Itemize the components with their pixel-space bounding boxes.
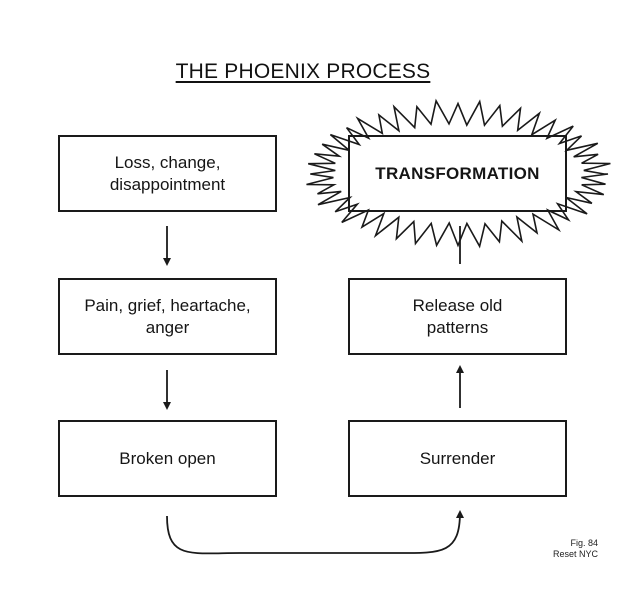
figure-number: Fig. 84 — [570, 538, 598, 548]
box-loss-label: Loss, change, disappointment — [109, 152, 226, 194]
box-transformation: TRANSFORMATION — [348, 135, 567, 212]
transformation-burst — [306, 98, 611, 249]
box-surrender-label: Surrender — [419, 448, 496, 468]
diagram-title: THE PHOENIX PROCESS — [175, 60, 431, 83]
figure-source: Reset NYC — [552, 549, 598, 559]
box-pain-label: Pain, grief, heartache, anger — [84, 295, 251, 337]
figure-caption: Fig. 84 Reset NYC — [520, 538, 598, 560]
arrow-broken-to-surrender — [166, 510, 464, 555]
box-pain: Pain, grief, heartache, anger — [58, 278, 277, 355]
box-loss: Loss, change, disappointment — [58, 135, 277, 212]
box-release-label: Release old patterns — [412, 295, 503, 337]
box-broken-open: Broken open — [58, 420, 277, 497]
box-broken-open-label: Broken open — [119, 448, 216, 468]
box-surrender: Surrender — [348, 420, 567, 497]
box-transformation-label: TRANSFORMATION — [375, 163, 540, 183]
box-release: Release old patterns — [348, 278, 567, 355]
